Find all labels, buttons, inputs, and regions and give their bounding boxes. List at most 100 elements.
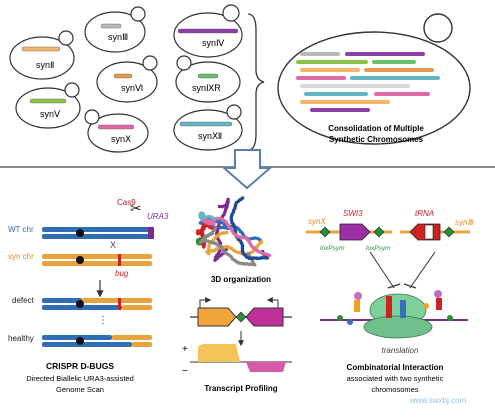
consolidation-label-1: Consolidation of Multiple (328, 124, 424, 133)
synV-label: synⅤ (40, 109, 61, 119)
chromatin-bead (262, 255, 267, 260)
plus-label: + (182, 344, 188, 355)
yeast-cell-synIXR: synⅨR (175, 55, 241, 103)
chromatin-bead (207, 244, 211, 248)
minus-label: − (182, 366, 188, 377)
yeast-cell-synII: synⅡ (9, 30, 75, 80)
defect-chromosomes (42, 298, 152, 310)
defect-label: defect (12, 296, 35, 305)
synX-label: synⅩ (111, 134, 131, 144)
combinatorial-subtitle-2: chromosomes (371, 385, 418, 394)
yeast-cell-synXII: synⅫ (173, 104, 243, 151)
organization-label: 3D organization (211, 275, 271, 284)
antisense-transcript (246, 362, 286, 372)
inhibit-line-2 (409, 251, 436, 289)
wt-chr-bar-1 (42, 227, 152, 232)
synx-label: synX (308, 217, 326, 226)
transcript-locus (190, 297, 292, 327)
syn-chr-bar-2 (42, 261, 152, 266)
chromatin-bead (257, 256, 262, 261)
synIV-label: synⅣ (202, 38, 225, 48)
chromatin-bead (212, 222, 216, 226)
chromatin-bead (200, 230, 205, 234)
centromere-1 (76, 229, 84, 237)
chromatin-bead (259, 240, 264, 244)
combinatorial-title: Combinatorial Interaction (347, 363, 444, 372)
synIII-locus (400, 223, 470, 241)
dbugs-subtitle-1: Directed Biallelic URA3-assisted (26, 374, 134, 383)
chromatin-bead (240, 196, 245, 200)
chromatin-bead (240, 246, 245, 250)
chromatin-bead (217, 204, 222, 209)
chromatin-bead (250, 262, 254, 267)
chromatin-bead (229, 218, 234, 222)
ribosome-translation (320, 290, 468, 339)
loxpsym-2: loxPsym (366, 245, 391, 252)
syn-chr-bar-1 (42, 254, 152, 259)
bug-marker (118, 254, 121, 266)
synIXR-label: synⅨR (192, 83, 221, 93)
dbugs-subtitle-2: Genome Scan (56, 385, 104, 394)
syn-chr-label: syn chr (8, 252, 34, 261)
dbugs-title: CRISPR D-BUGS (46, 361, 114, 371)
synVI-label: synⅥ (121, 83, 143, 93)
yeast-cell-synIII: synⅢ (84, 6, 146, 53)
translation-label: translation (382, 346, 419, 355)
inhibit-line-1 (369, 251, 395, 289)
healthy-chromosomes (42, 335, 152, 347)
swi3-label: SWI3 (343, 209, 363, 218)
chromatin-bead (207, 219, 212, 223)
chromatin-bead (221, 225, 225, 230)
scissors-icon: ✂ (130, 200, 142, 216)
chromatin-bead (226, 197, 230, 202)
yeast-cell-synX: synⅩ (84, 109, 149, 153)
loxpsym-1: loxPsym (320, 245, 345, 252)
chromatin-bead (199, 214, 204, 219)
synIII-label: synⅢ (108, 32, 128, 42)
chromatin-bead (240, 248, 245, 253)
consolidated-cell (277, 13, 471, 145)
wt-chr-label: WT chr (8, 225, 34, 234)
chromatin-bead (245, 262, 249, 266)
chromatin-bead (254, 256, 259, 261)
centromere-2 (76, 256, 84, 264)
wt-chr-bar-2 (42, 234, 152, 239)
consolidation-label-2: Synthetic Chromosomes (329, 135, 424, 144)
chromatin-bead (239, 261, 244, 266)
ura3-marker (148, 227, 154, 239)
ellipsis-1: ⋮ (98, 315, 108, 326)
yeast-cell-synIV: synⅣ (173, 4, 243, 58)
chromatin-bead (240, 235, 245, 240)
down-arrow-icon (221, 149, 273, 190)
watermark: www.swxbj.com (409, 396, 467, 405)
chromatin-bead (215, 216, 219, 221)
chromatin-bead (267, 253, 272, 258)
chromatin-bead (204, 215, 209, 219)
3d-genome-structure (195, 196, 272, 267)
bug-label: bug (115, 269, 129, 278)
cut-mark: X (110, 240, 116, 250)
yeast-cell-synV: synⅤ (15, 82, 81, 129)
synIII-right-label: synⅢ (455, 218, 474, 227)
combinatorial-subtitle-1: associated with two synthetic (347, 374, 444, 383)
synII-label: synⅡ (36, 60, 54, 70)
yeast-cell-synVI: synⅥ (96, 55, 158, 103)
chromatin-bead (218, 225, 223, 230)
ura3-label: URA3 (147, 212, 169, 221)
synXII-label: synⅫ (198, 131, 222, 141)
healthy-label: healthy (8, 334, 34, 343)
transcript-label: Transcript Profiling (204, 384, 277, 393)
chromatin-bead (265, 256, 270, 260)
sense-transcript (198, 344, 240, 362)
synx-locus (306, 223, 392, 241)
chromatin-bead (215, 219, 220, 224)
chromatin-bead (220, 204, 224, 209)
chromatin-bead (249, 256, 254, 261)
grouping-brace (247, 13, 265, 151)
chromatin-bead (236, 250, 240, 255)
chromatin-bead (213, 226, 218, 230)
trna-label: tRNA (415, 209, 434, 218)
cas9-label: Cas9 (117, 198, 136, 207)
